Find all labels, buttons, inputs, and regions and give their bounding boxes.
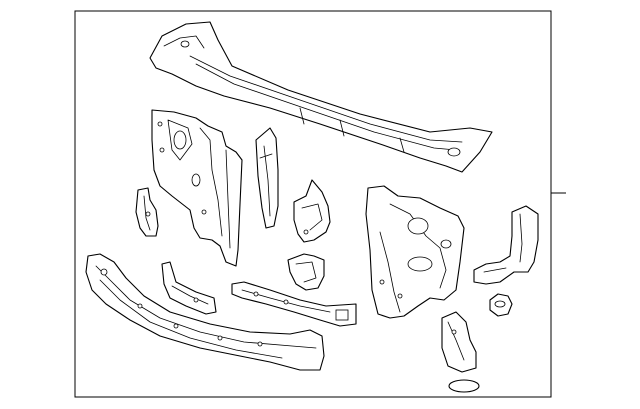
lower-center-bracket (287, 253, 325, 291)
lower-center-rail (231, 281, 357, 327)
small-right-bracket (489, 293, 513, 317)
right-side-panel (365, 185, 465, 319)
left-side-panel (151, 109, 243, 267)
vertical-center-bracket (255, 127, 279, 229)
lower-right-bracket (441, 311, 477, 373)
right-vertical-bracket (473, 205, 539, 285)
center-bracket (293, 179, 331, 243)
upper-radiator-support (149, 21, 493, 173)
small-left-bracket (135, 187, 159, 237)
lower-radiator-support (85, 253, 325, 371)
oval-seal (448, 379, 480, 393)
diagram-frame (74, 10, 552, 398)
lower-left-bracket (161, 261, 217, 315)
